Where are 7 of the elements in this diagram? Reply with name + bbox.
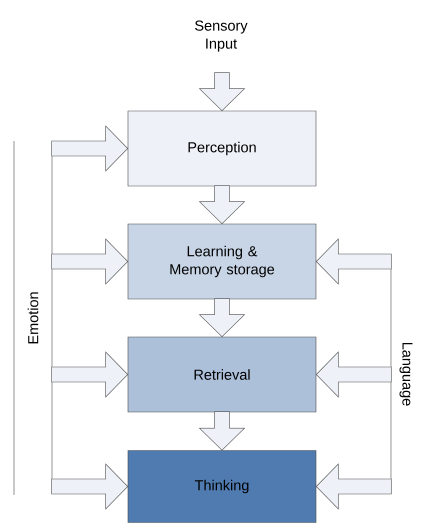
process-box: Thinking — [128, 450, 316, 523]
process-box: Retrieval — [128, 336, 316, 412]
text-label: Language — [400, 342, 412, 406]
process-box: Perception — [128, 110, 316, 186]
process-box: Learning & Memory storage — [128, 224, 316, 300]
text-label: Emotion — [28, 292, 38, 344]
text-label: Sensory Input — [195, 20, 248, 52]
